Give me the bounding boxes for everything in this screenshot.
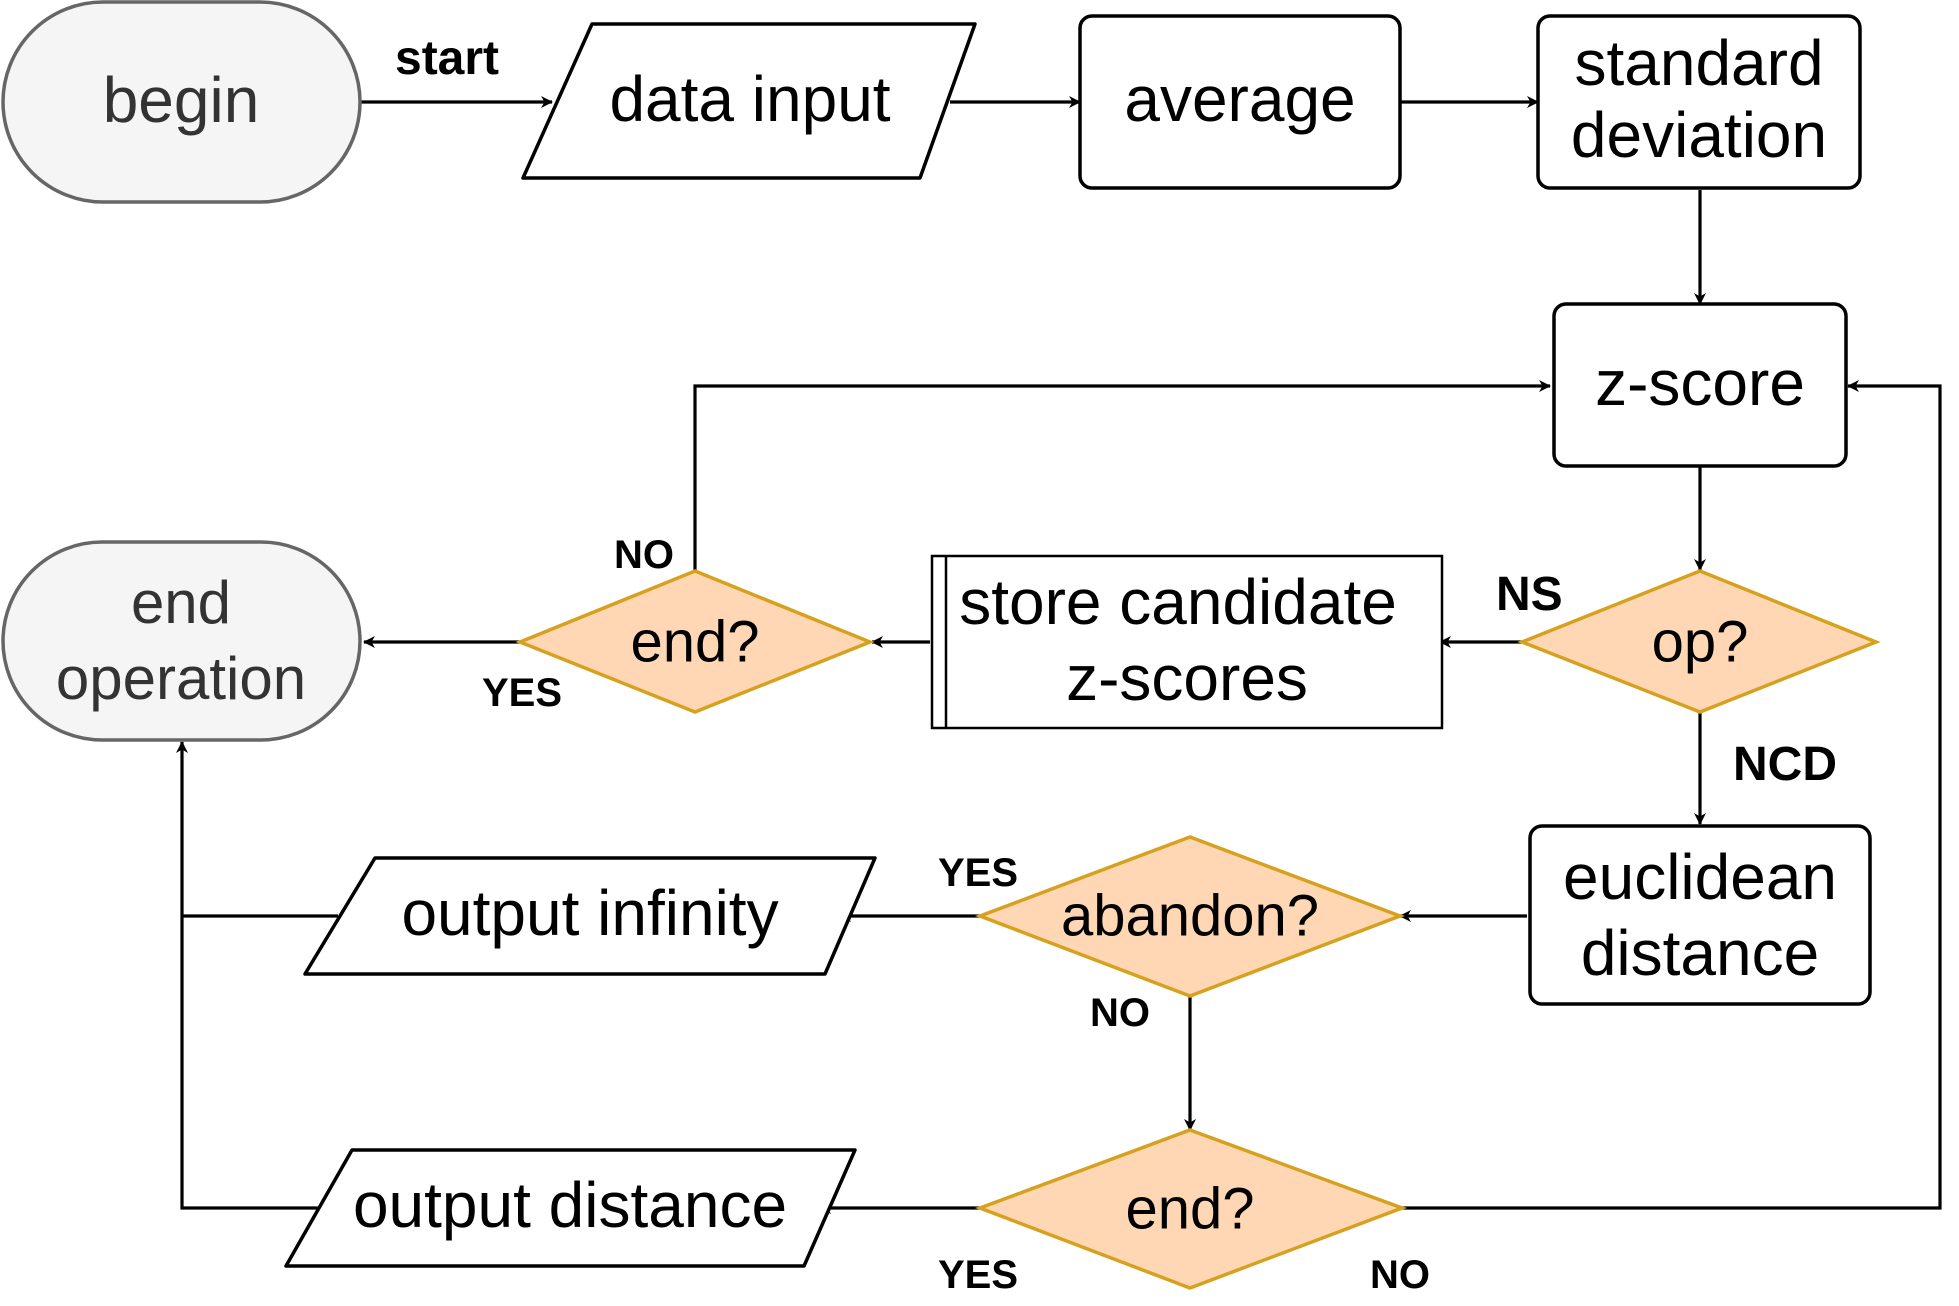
edge-end2-no-to-z-score bbox=[1402, 380, 1942, 1210]
node-average: average bbox=[1078, 14, 1402, 190]
store-label-line1: store candidate bbox=[959, 566, 1397, 638]
ncd-label: NCD bbox=[1733, 738, 1837, 791]
end1-yes-label: YES bbox=[482, 671, 562, 715]
node-output-infinity: output infinity bbox=[303, 856, 877, 976]
node-end-decision-1: end? bbox=[515, 569, 875, 714]
data-input-label: data input bbox=[609, 63, 890, 135]
z-score-label: z-score bbox=[1595, 347, 1805, 419]
ns-label: NS bbox=[1496, 568, 1563, 621]
node-abandon-decision: abandon? bbox=[975, 835, 1405, 998]
store-label-line2: z-scores bbox=[1066, 642, 1308, 714]
output-infinity-label: output infinity bbox=[401, 877, 778, 949]
edge-output-distance-to-end-operation bbox=[176, 741, 318, 1210]
end2-no-label: NO bbox=[1370, 1253, 1430, 1297]
node-op-decision: op? bbox=[1517, 569, 1881, 714]
node-output-distance: output distance bbox=[284, 1148, 857, 1268]
node-begin: begin bbox=[1, 0, 362, 204]
node-data-input: data input bbox=[521, 22, 977, 180]
node-z-score: z-score bbox=[1552, 302, 1848, 468]
end-decision-2-label: end? bbox=[1125, 1176, 1254, 1241]
node-end-decision-2: end? bbox=[975, 1128, 1408, 1290]
euclidean-label-line1: euclidean bbox=[1563, 841, 1837, 913]
output-distance-label: output distance bbox=[353, 1169, 787, 1241]
op-decision-label: op? bbox=[1652, 609, 1749, 674]
abandon-no-label: NO bbox=[1090, 991, 1150, 1035]
std-dev-label-line1: standard bbox=[1574, 27, 1823, 99]
euclidean-label-line2: distance bbox=[1581, 917, 1819, 989]
edges bbox=[176, 96, 1942, 1214]
node-euclidean-distance: euclidean distance bbox=[1528, 824, 1872, 1006]
edge-end1-no-to-z-score bbox=[693, 380, 1551, 570]
node-end-operation: end operation bbox=[1, 540, 362, 742]
end-operation-label-line2: operation bbox=[56, 645, 306, 712]
average-label: average bbox=[1124, 63, 1355, 135]
node-standard-deviation: standard deviation bbox=[1536, 14, 1862, 190]
abandon-decision-label: abandon? bbox=[1061, 883, 1319, 948]
abandon-yes-label: YES bbox=[938, 851, 1018, 895]
end1-no-label: NO bbox=[614, 533, 674, 577]
end-operation-label-line1: end bbox=[131, 569, 231, 636]
start-label: start bbox=[395, 32, 499, 85]
end2-yes-label: YES bbox=[938, 1253, 1018, 1297]
std-dev-label-line2: deviation bbox=[1571, 99, 1827, 171]
end-decision-1-label: end? bbox=[630, 609, 759, 674]
node-store-candidate-zscores: store candidate z-scores bbox=[930, 554, 1444, 730]
edge-labels: start NS NCD NO YES YES NO YES NO bbox=[395, 32, 1837, 1297]
begin-label: begin bbox=[103, 64, 260, 136]
